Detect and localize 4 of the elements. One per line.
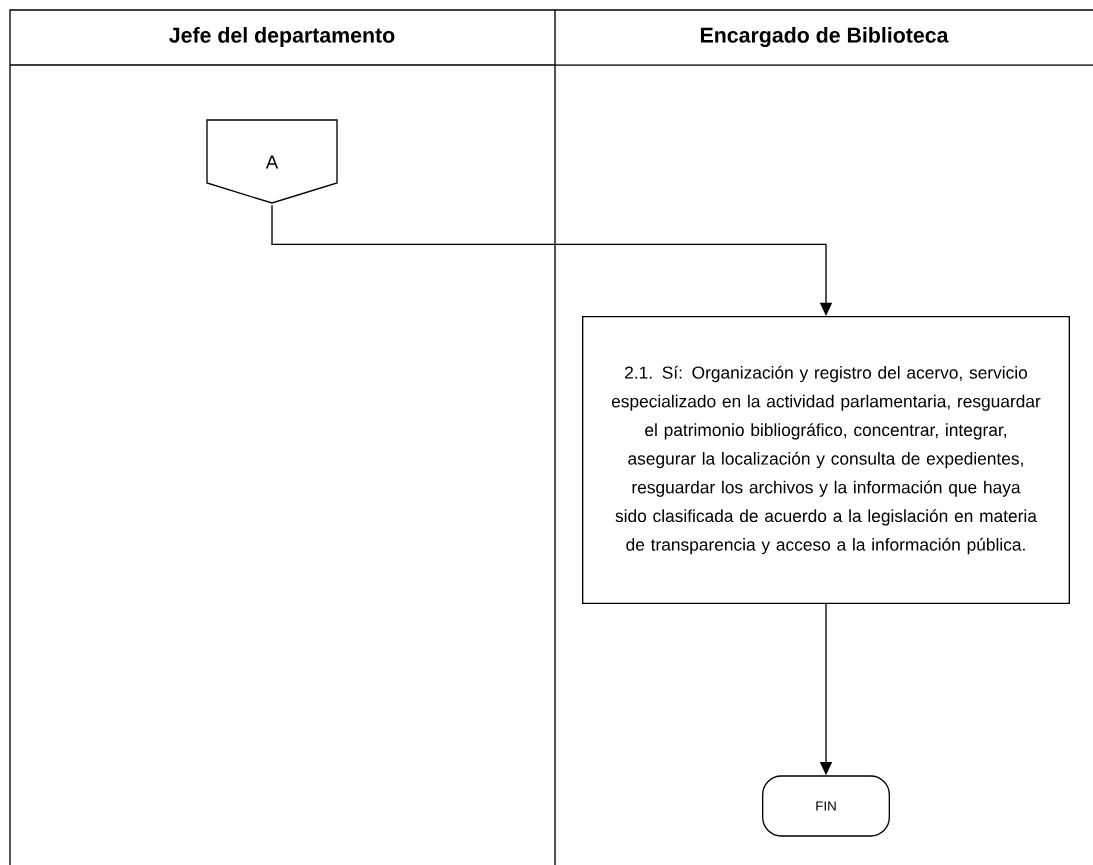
terminator: FIN (762, 775, 890, 837)
arrow (271, 204, 833, 316)
off-page-connector: A (206, 119, 338, 204)
process-box: 2.1. Sí: Organización y registro del acervo, servicio especializado en la actividad parlamentaria, resguardar el patrimonio bibliográfico, concentrar, integrar, asegurar la localización y consulta de expedientes, resguardar los archivos y la información que haya sido clasificada de acuerdo a la legislación en materia de transparencia y acceso a la información pública. (582, 316, 1070, 604)
